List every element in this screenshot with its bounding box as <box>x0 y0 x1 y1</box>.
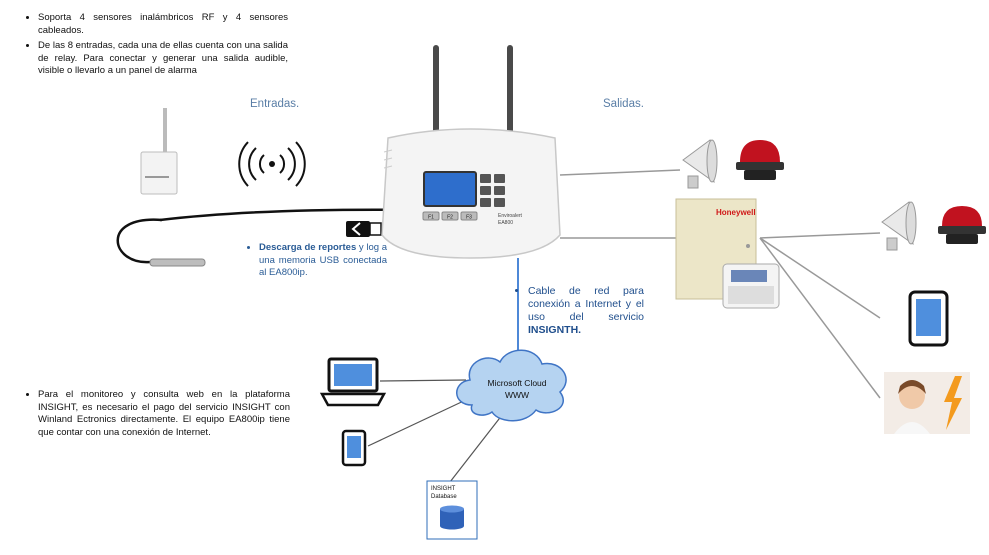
link-cloud-database <box>449 409 507 483</box>
bottom-note: Para el monitoreo y consulta web en la p… <box>22 389 290 442</box>
usb-note-rest: y log a una memoria USB conectada al EA8… <box>259 242 387 278</box>
cloud-label-2: WWW <box>505 390 529 400</box>
siren-icon-2 <box>881 201 917 251</box>
siren-icon <box>682 139 718 189</box>
link-panel-tablet <box>759 237 881 319</box>
keypad-icon <box>722 263 780 309</box>
usb-note-bold: Descarga de reportes <box>259 242 357 253</box>
link-device-siren <box>559 169 681 176</box>
note-relays: De las 8 entradas, cada una de ellas cue… <box>38 40 288 78</box>
fkey-label-3: F3 <box>466 215 472 221</box>
database-label-1: INSIGHT <box>431 486 456 492</box>
antenna-left <box>433 45 439 140</box>
top-notes: Soporta 4 sensores inalámbricos RF y 4 s… <box>22 12 288 81</box>
fkey-label-2: F2 <box>447 215 453 221</box>
device-screen <box>423 171 477 207</box>
link-cloud-laptop <box>379 379 467 382</box>
network-note-text: Cable de red para conexión a Internet y … <box>528 285 644 323</box>
note-sensors: Soporta 4 sensores inalámbricos RF y 4 s… <box>38 12 288 37</box>
strobe-light-icon <box>736 140 784 180</box>
panel-brand: Honeywell <box>716 208 756 217</box>
device-brand: Enviroalert <box>498 213 523 219</box>
antenna-right <box>507 45 513 140</box>
fkey-label-1: F1 <box>428 215 434 221</box>
device-model: EA800 <box>498 220 513 226</box>
network-note: Cable de red para conexión a Internet y … <box>514 285 644 340</box>
link-panel-operator <box>759 237 881 399</box>
link-panel-siren2 <box>759 232 881 239</box>
network-note-bold: INSIGNTH. <box>528 324 582 336</box>
cloud-label-1: Microsoft Cloud <box>487 378 546 388</box>
usb-note: Descarga de reportes y log a una memoria… <box>245 242 387 283</box>
inputs-heading: Entradas. <box>250 98 300 110</box>
outputs-heading: Salidas. <box>603 98 644 110</box>
link-cloud-phone <box>367 397 471 447</box>
database-label-2: Database <box>431 494 457 500</box>
strobe-light-icon-2 <box>938 206 986 244</box>
probe-cable-line <box>159 208 421 222</box>
database-icon <box>440 505 464 530</box>
note-insight: Para el monitoreo y consulta web en la p… <box>38 389 290 439</box>
